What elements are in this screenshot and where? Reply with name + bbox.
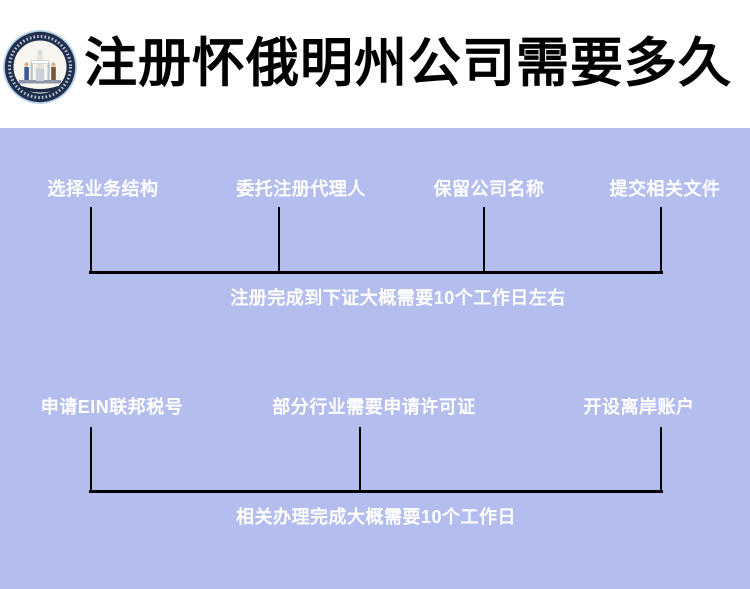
page-title: 注册怀俄明州公司需要多久 bbox=[84, 34, 732, 93]
bracket-line bbox=[660, 207, 662, 272]
bracket-line bbox=[359, 427, 361, 491]
step-label: 保留公司名称 bbox=[433, 179, 545, 199]
bracket-line bbox=[483, 207, 485, 272]
step-label: 选择业务结构 bbox=[47, 179, 159, 199]
header: 注册怀俄明州公司需要多久 bbox=[0, 0, 750, 128]
bracket-line bbox=[89, 271, 663, 274]
duration-caption: 注册完成到下证大概需要10个工作日左右 bbox=[230, 288, 566, 308]
bracket-line bbox=[89, 490, 663, 493]
bracket-line bbox=[278, 207, 280, 272]
step-label: 委托注册代理人 bbox=[236, 179, 366, 199]
duration-caption: 相关办理完成大概需要10个工作日 bbox=[235, 507, 517, 527]
step-label: 申请EIN联邦税号 bbox=[40, 397, 184, 417]
infographic-panel: 选择业务结构 委托注册代理人 保留公司名称 提交相关文件 注册完成到下证大概需要… bbox=[0, 128, 750, 589]
bracket-line bbox=[90, 207, 92, 272]
bracket-line bbox=[660, 427, 662, 491]
wyoming-state-seal-icon bbox=[3, 30, 77, 104]
bracket-line bbox=[90, 427, 92, 491]
step-label: 开设离岸账户 bbox=[583, 397, 695, 417]
step-label: 提交相关文件 bbox=[609, 179, 721, 199]
step-label: 部分行业需要申请许可证 bbox=[272, 397, 476, 417]
